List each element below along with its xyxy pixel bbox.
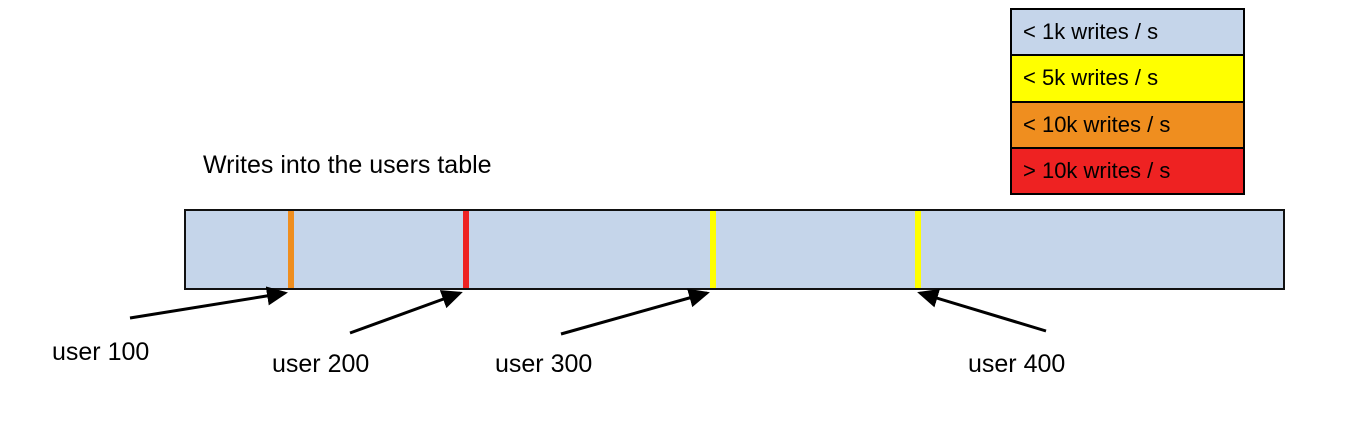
legend-label-under-1k: < 1k writes / s — [1023, 19, 1159, 45]
legend-row-over-10k: > 10k writes / s — [1012, 148, 1243, 193]
callout-label-user-400: user 400 — [968, 350, 1066, 378]
legend-row-under-10k: < 10k writes / s — [1012, 102, 1243, 149]
callout-arrow-user-200 — [349, 290, 463, 335]
write-stripe-user-300 — [710, 211, 716, 288]
write-stripe-user-200 — [463, 211, 469, 288]
legend-row-under-1k: < 1k writes / s — [1012, 10, 1243, 57]
write-stripe-user-400 — [915, 211, 921, 288]
write-stripe-user-100 — [288, 211, 294, 288]
callout-arrow-user-400 — [917, 289, 1047, 333]
legend-label-under-10k: < 10k writes / s — [1023, 111, 1171, 137]
callout-arrow-user-100 — [129, 286, 288, 320]
legend-label-over-10k: > 10k writes / s — [1023, 157, 1171, 183]
legend-label-under-5k: < 5k writes / s — [1023, 65, 1159, 91]
callout-label-user-100: user 100 — [52, 338, 150, 366]
legend-row-under-5k: < 5k writes / s — [1012, 56, 1243, 103]
callout-label-user-300: user 300 — [495, 350, 593, 378]
users-table-bar — [184, 209, 1285, 290]
callout-label-user-200: user 200 — [272, 350, 370, 378]
write-rate-legend: < 1k writes / s < 5k writes / s < 10k wr… — [1010, 8, 1245, 195]
diagram-title: Writes into the users table — [203, 151, 492, 179]
callout-arrow-user-300 — [560, 288, 710, 336]
